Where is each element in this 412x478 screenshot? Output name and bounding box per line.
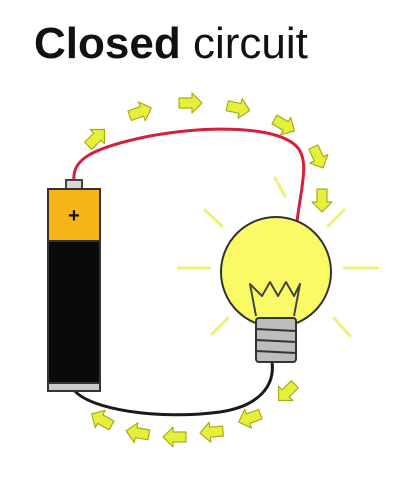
bulb-screw-base <box>255 317 297 363</box>
current-arrow-icon <box>125 422 151 444</box>
current-arrow-icon <box>178 92 203 114</box>
title-normal-word: circuit <box>192 19 308 68</box>
light-rays <box>176 176 380 338</box>
current-flow-arrows <box>84 92 333 448</box>
current-arrow-icon <box>127 101 152 122</box>
current-arrow-icon <box>308 144 329 169</box>
current-arrow-icon <box>277 380 299 402</box>
current-arrow-icon <box>91 409 115 431</box>
bulb-filament <box>249 281 301 317</box>
plus-symbol: + <box>68 205 80 227</box>
current-arrow-icon <box>199 421 224 443</box>
current-arrow-icon <box>271 114 295 136</box>
bulb-glass <box>220 216 332 328</box>
current-arrow-icon <box>238 408 263 429</box>
negative-wire <box>72 361 274 417</box>
battery-bottom-cap <box>47 382 101 392</box>
battery-body <box>47 240 101 384</box>
page-title: Closed circuit <box>34 19 308 68</box>
current-arrow-icon <box>225 98 251 119</box>
current-arrow-icon <box>162 426 187 448</box>
title-bold-word: Closed <box>34 19 181 68</box>
battery: + <box>47 179 101 392</box>
current-arrow-icon <box>84 128 106 150</box>
light-bulb <box>220 216 332 363</box>
battery-top <box>47 188 101 242</box>
positive-wire <box>72 127 306 231</box>
current-arrow-icon <box>311 188 333 213</box>
